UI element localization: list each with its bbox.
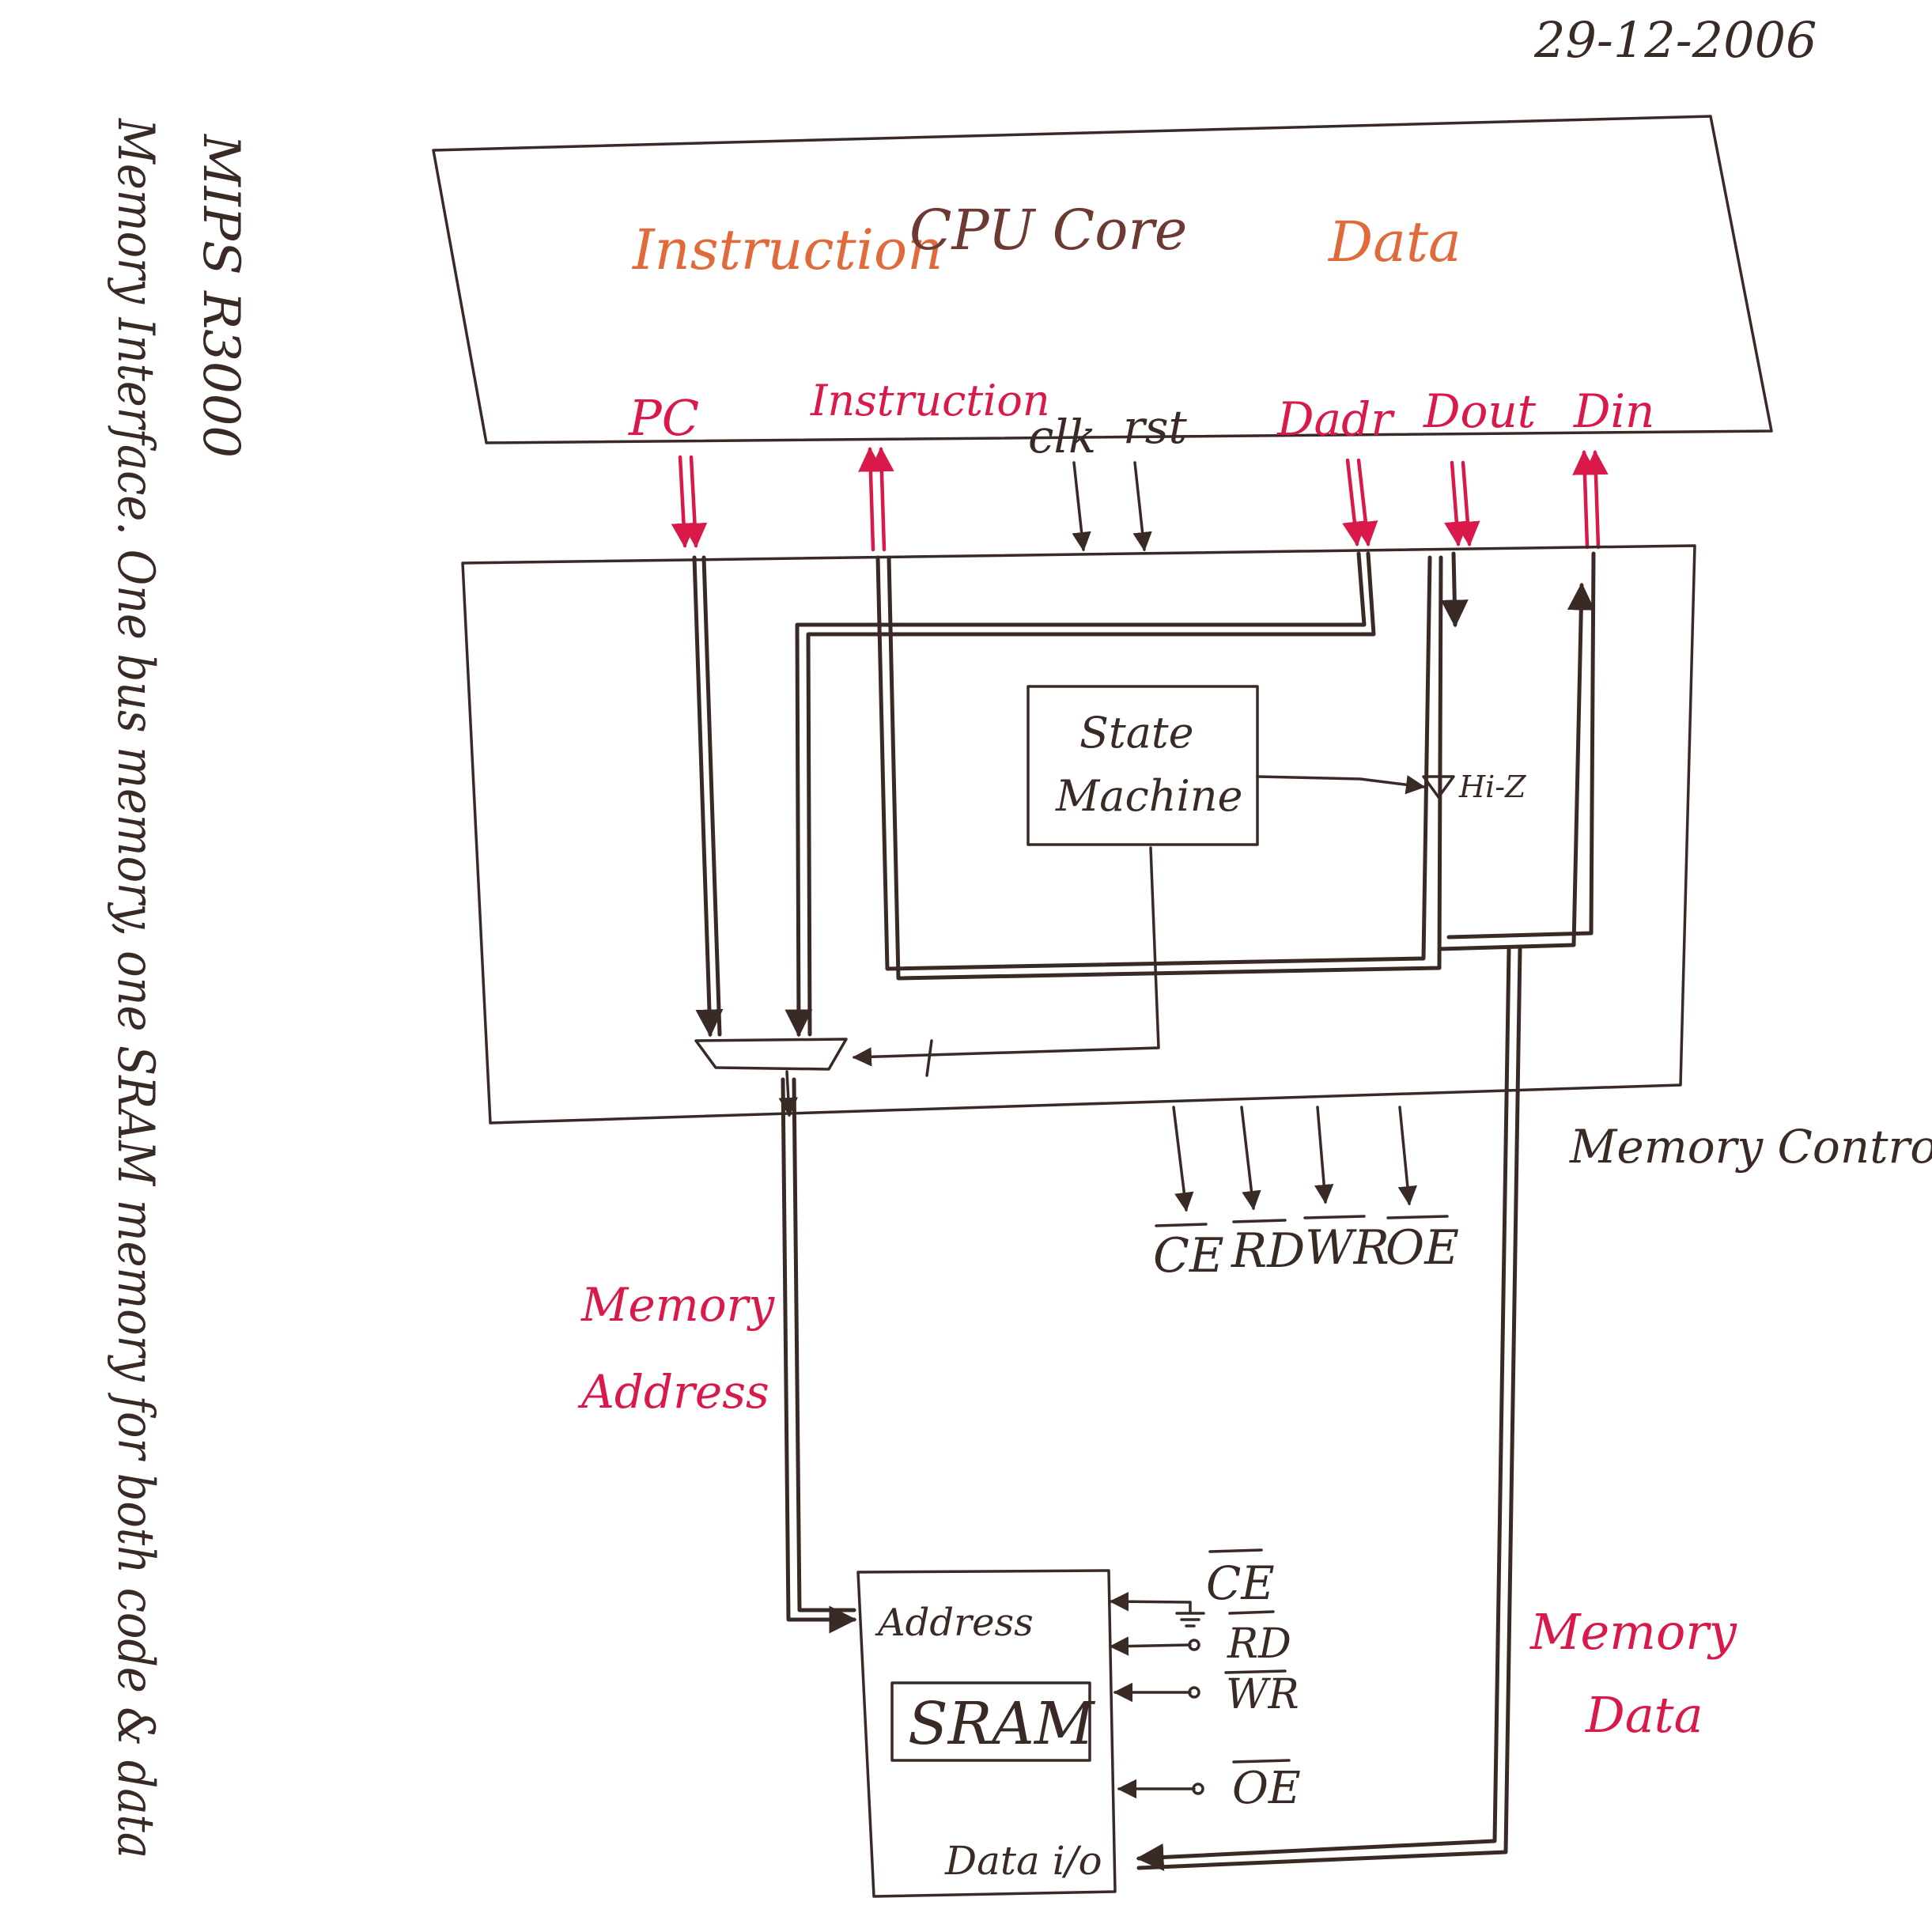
rd-output-overbar — [1232, 1219, 1287, 1223]
dadr-to-mux-line-2 — [806, 551, 1376, 1037]
rd-output-arrow — [1240, 1106, 1261, 1211]
sram-oe-overbar — [1232, 1759, 1291, 1764]
memory-data-bus-2 — [1136, 947, 1522, 1870]
ce-output-arrow — [1172, 1106, 1194, 1212]
memory-address-bus-2 — [792, 1077, 856, 1612]
dadr-arrow-1 — [1342, 458, 1367, 547]
memory-address-label-2: Address — [577, 1365, 769, 1419]
sram-ce-input — [1109, 1591, 1192, 1612]
state-machine-to-hiz — [1256, 775, 1426, 795]
sram-rd-input-terminal — [1188, 1639, 1200, 1651]
ground-symbol — [1175, 1601, 1205, 1628]
wr-output-arrow — [1314, 1106, 1334, 1204]
oe-output-arrow — [1397, 1106, 1418, 1206]
sram-address-pin: Address — [875, 1601, 1034, 1645]
hiz-label: Hi-Z — [1458, 769, 1526, 804]
pc-to-mux-line-1 — [692, 555, 724, 1038]
sram-rd-input — [1109, 1636, 1192, 1656]
sram-name-box — [890, 1681, 1091, 1762]
wr-output-overbar — [1303, 1215, 1366, 1219]
pc-to-mux-line-2 — [701, 555, 722, 1037]
dout-arrow-2 — [1455, 460, 1480, 547]
sram-oe-input-terminal — [1192, 1783, 1204, 1795]
memory-data-bus-1 — [1136, 947, 1511, 1871]
cpu-core-title: CPU Core — [909, 198, 1187, 263]
cpu-core-block: Instruction CPU Core Data PC Instruction… — [432, 115, 1773, 463]
din-arrow-2 — [1583, 449, 1609, 550]
memory-controller-label: Memory Controller — [1569, 1120, 1932, 1174]
sram-ce-overbar — [1208, 1548, 1263, 1553]
oe-output-overbar — [1386, 1215, 1449, 1219]
instruction-arrow-2 — [869, 446, 894, 552]
port-clk-label: clk — [1028, 410, 1096, 463]
port-rst-label: rst — [1123, 400, 1187, 454]
wr-output-label: WR — [1305, 1220, 1389, 1276]
state-machine-line1: State — [1079, 708, 1194, 758]
ce-output-overbar — [1155, 1223, 1208, 1227]
instruction-bus-line-2 — [887, 555, 1443, 981]
memory-controller-block: Memory Controller State Machine Hi-Z — [461, 544, 1932, 1174]
mux-select-tick — [925, 1039, 933, 1077]
sram-chip: Address SRAM Data i/o CE RD WR OE — [856, 1548, 1301, 1898]
sram-oe-label: OE — [1232, 1763, 1301, 1814]
instruction-arrow-1 — [858, 446, 883, 552]
din-bus-line-2 — [1446, 551, 1596, 939]
side-note-description: Memory Interface. One bus memory, one SR… — [106, 118, 164, 1858]
dadr-to-mux-line-1 — [785, 551, 1367, 1038]
sram-name: SRAM — [908, 1690, 1096, 1758]
sram-wr-label: WR — [1226, 1671, 1299, 1718]
clk-arrow — [1072, 461, 1091, 552]
dout-bus-line-1 — [1440, 551, 1469, 628]
cpu-core-border — [432, 115, 1773, 444]
rd-output-label: RD — [1231, 1223, 1305, 1279]
sram-chip-border — [856, 1569, 1117, 1898]
pc-arrow-1 — [671, 455, 697, 549]
oe-output-label: OE — [1386, 1220, 1459, 1276]
state-machine-box — [1026, 685, 1259, 846]
side-note: MIPS R3000 Memory Interface. One bus mem… — [106, 118, 250, 1858]
hiz-buffer-symbol — [1422, 775, 1455, 799]
sram-wr-input-terminal — [1188, 1686, 1200, 1699]
sram-rd-label: RD — [1227, 1620, 1291, 1668]
memory-data-label-1: Memory — [1529, 1603, 1737, 1661]
mux-output-arrow — [778, 1070, 799, 1117]
control-outputs: CE RD WR OE — [1153, 1106, 1459, 1284]
state-machine-to-mux — [852, 846, 1160, 1067]
memory-data-label-2: Data — [1585, 1686, 1703, 1744]
port-din-label: Din — [1573, 384, 1654, 438]
ce-output-label: CE — [1153, 1228, 1224, 1284]
side-note-title: MIPS R3000 — [191, 134, 250, 458]
state-machine-line2: Machine — [1055, 771, 1243, 821]
cpu-port-arrows — [671, 446, 1609, 552]
pc-arrow-2 — [682, 455, 708, 549]
port-pc-label: PC — [628, 389, 699, 447]
dadr-arrow-2 — [1353, 458, 1378, 547]
control-output-labels: CE RD WR OE — [1153, 1215, 1459, 1284]
din-bus-line-1 — [1437, 582, 1595, 951]
cpu-instruction-label: Instruction — [631, 217, 943, 282]
dout-arrow-1 — [1444, 460, 1469, 547]
port-instruction-label: Instruction — [810, 376, 1050, 425]
memory-address-bus-1 — [781, 1077, 857, 1634]
sram-wr-overbar — [1224, 1669, 1287, 1674]
rst-arrow — [1132, 461, 1152, 552]
memory-address-label-1: Memory — [580, 1278, 775, 1332]
port-dadr-label: Dadr — [1276, 392, 1395, 446]
port-dout-label: Dout — [1423, 384, 1537, 438]
memory-controller-border — [461, 544, 1696, 1125]
sram-rd-overbar — [1228, 1610, 1275, 1615]
sram-data-pin: Data i/o — [944, 1838, 1102, 1884]
cpu-data-label: Data — [1327, 210, 1461, 274]
din-arrow-1 — [1572, 449, 1597, 550]
date-label: 29-12-2006 — [1533, 11, 1817, 69]
address-mux — [694, 1038, 848, 1071]
sram-ce-label: CE — [1206, 1556, 1275, 1610]
